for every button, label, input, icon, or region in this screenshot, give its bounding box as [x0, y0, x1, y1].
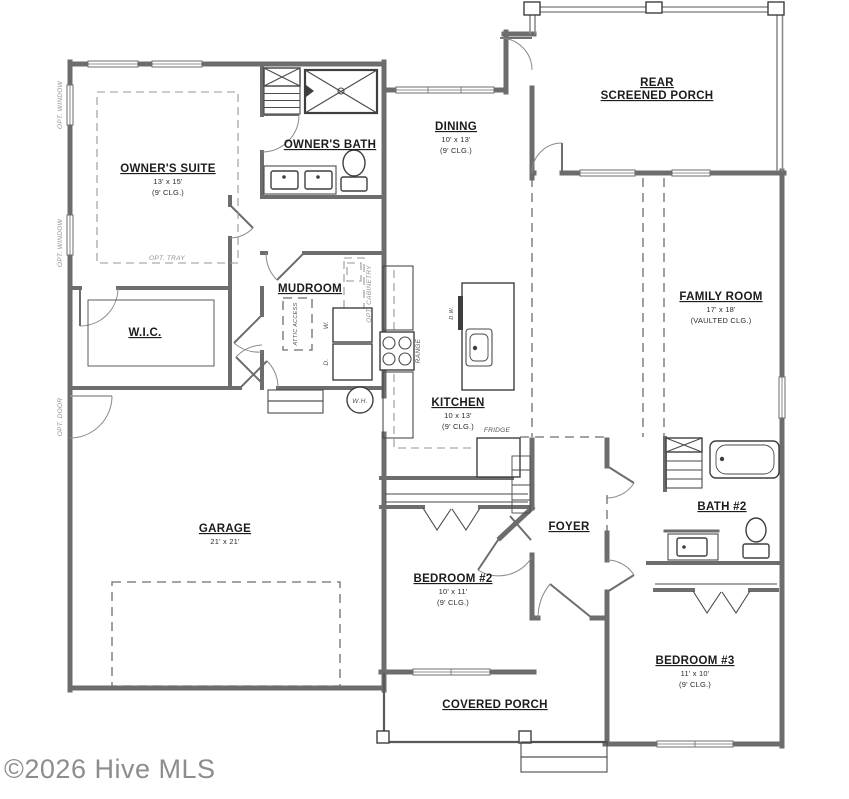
covered-porch-structure: [376, 672, 609, 773]
svg-text:(9' CLG.): (9' CLG.): [442, 422, 474, 431]
doors: [69, 37, 635, 619]
svg-text:(9' CLG.): (9' CLG.): [152, 188, 184, 197]
bifold-doors: [692, 590, 751, 615]
svg-text:SCREENED PORCH: SCREENED PORCH: [601, 90, 714, 102]
svg-text:21' x 21': 21' x 21': [210, 537, 240, 546]
room-label-family-room: FAMILY ROOM: [679, 291, 762, 303]
range: [379, 331, 415, 371]
svg-text:(9' CLG.): (9' CLG.): [679, 680, 711, 689]
porch-post: [523, 1, 541, 16]
owners-bath-fixtures: [263, 67, 379, 195]
attic-access-outline: [282, 297, 313, 351]
double-vanity: [263, 165, 337, 195]
dishwasher: [458, 296, 463, 330]
room-label-rear-porch: REAR: [640, 77, 674, 89]
counter: [382, 265, 414, 331]
dryer: [332, 343, 373, 381]
svg-text:(9' CLG.): (9' CLG.): [440, 146, 472, 155]
watermark: ©2026 Hive MLS: [4, 754, 216, 784]
room-label-garage: GARAGE: [199, 523, 251, 535]
garage-steps: [267, 389, 324, 402]
bifold-doors: [422, 507, 481, 532]
svg-text:17' x 18': 17' x 18': [706, 305, 736, 314]
closet-shelving: [87, 299, 215, 367]
toilet: [342, 149, 366, 177]
svg-text:(VAULTED CLG.): (VAULTED CLG.): [691, 316, 752, 325]
room-label-foyer: FOYER: [548, 521, 590, 533]
dashed-lines: [96, 91, 665, 687]
room-label-bath2: BATH #2: [697, 501, 746, 513]
svg-text:11' x 10': 11' x 10': [681, 669, 710, 678]
svg-text:10' x 11': 10' x 11': [439, 587, 468, 596]
kitchen-fixtures: [379, 265, 521, 478]
porch-steps: [520, 741, 608, 758]
dryer-label: D.: [323, 358, 330, 365]
opt-window-label: OPT. WINDOW: [57, 218, 64, 267]
foyer-closet: [511, 455, 531, 514]
kitchen-island: [461, 282, 515, 391]
room-label-bedroom2: BEDROOM #2: [413, 573, 492, 585]
garage-door-outline: [111, 581, 341, 687]
porch-post: [376, 730, 390, 744]
counter: [382, 371, 414, 439]
washer: [332, 307, 373, 343]
porch-post: [767, 1, 785, 16]
bedroom3-closet: [655, 583, 777, 615]
svg-text:(9' CLG.): (9' CLG.): [437, 598, 469, 607]
annotations: OPT. WINDOW OPT. WINDOW OPT. TRAY OPT. D…: [57, 80, 511, 437]
svg-text:13' x 15': 13' x 15': [153, 177, 183, 186]
interior-walls: [68, 62, 784, 592]
fridge-box: [476, 437, 521, 478]
room-label-owners-suite: OWNER'S SUITE: [120, 163, 215, 175]
water-heater-label: W.H.: [352, 398, 367, 405]
range-label: RANGE: [415, 338, 422, 363]
windows: [66, 60, 786, 748]
screened-porch-walls: [523, 1, 785, 171]
opt-door-label: OPT. DOOR: [57, 398, 64, 437]
room-label-mudroom: MUDROOM: [278, 283, 342, 295]
svg-text:10' x 13': 10' x 13': [441, 135, 471, 144]
room-label-dining: DINING: [435, 121, 477, 133]
island-sink: [465, 328, 493, 367]
room-label-wic: W.I.C.: [128, 327, 161, 339]
bath2-fixtures: [665, 437, 780, 561]
opt-cabinetry-label: OPT. CABINETRY: [366, 265, 373, 323]
vanity: [667, 533, 719, 561]
room-label-bedroom3: BEDROOM #3: [655, 655, 734, 667]
water-heater: [346, 386, 374, 414]
dishwasher-label: D.W.: [449, 306, 455, 319]
porch-post: [645, 1, 663, 14]
opt-tray-label: OPT. TRAY: [149, 255, 185, 262]
room-label-covered-porch: COVERED PORCH: [442, 699, 548, 711]
closet-shelving: [511, 455, 531, 514]
toilet: [745, 517, 767, 543]
front-door-leaf: [549, 583, 593, 619]
room-label-kitchen: KITCHEN: [431, 397, 484, 409]
bedroom2-closet: [385, 493, 528, 532]
svg-text:10 x 13': 10 x 13': [444, 411, 472, 420]
washer-label: W.: [323, 321, 330, 329]
fridge-label: FRIDGE: [484, 427, 511, 434]
room-labels: OWNER'S SUITE 13' x 15' (9' CLG.) OWNER'…: [120, 77, 762, 711]
room-label-owners-bath: OWNER'S BATH: [284, 139, 376, 151]
mudroom-fixtures: [267, 307, 374, 414]
opt-tray-outline: [96, 91, 239, 264]
wic-fixtures: [87, 299, 215, 367]
opt-window-label: OPT. WINDOW: [57, 80, 64, 129]
attic-access-label: ATTIC ACCESS: [293, 302, 299, 346]
shower-head-icon: [306, 85, 314, 97]
opt-cabinetry-outline: [343, 257, 365, 329]
bathtub: [709, 440, 780, 479]
porch-post: [518, 730, 532, 744]
